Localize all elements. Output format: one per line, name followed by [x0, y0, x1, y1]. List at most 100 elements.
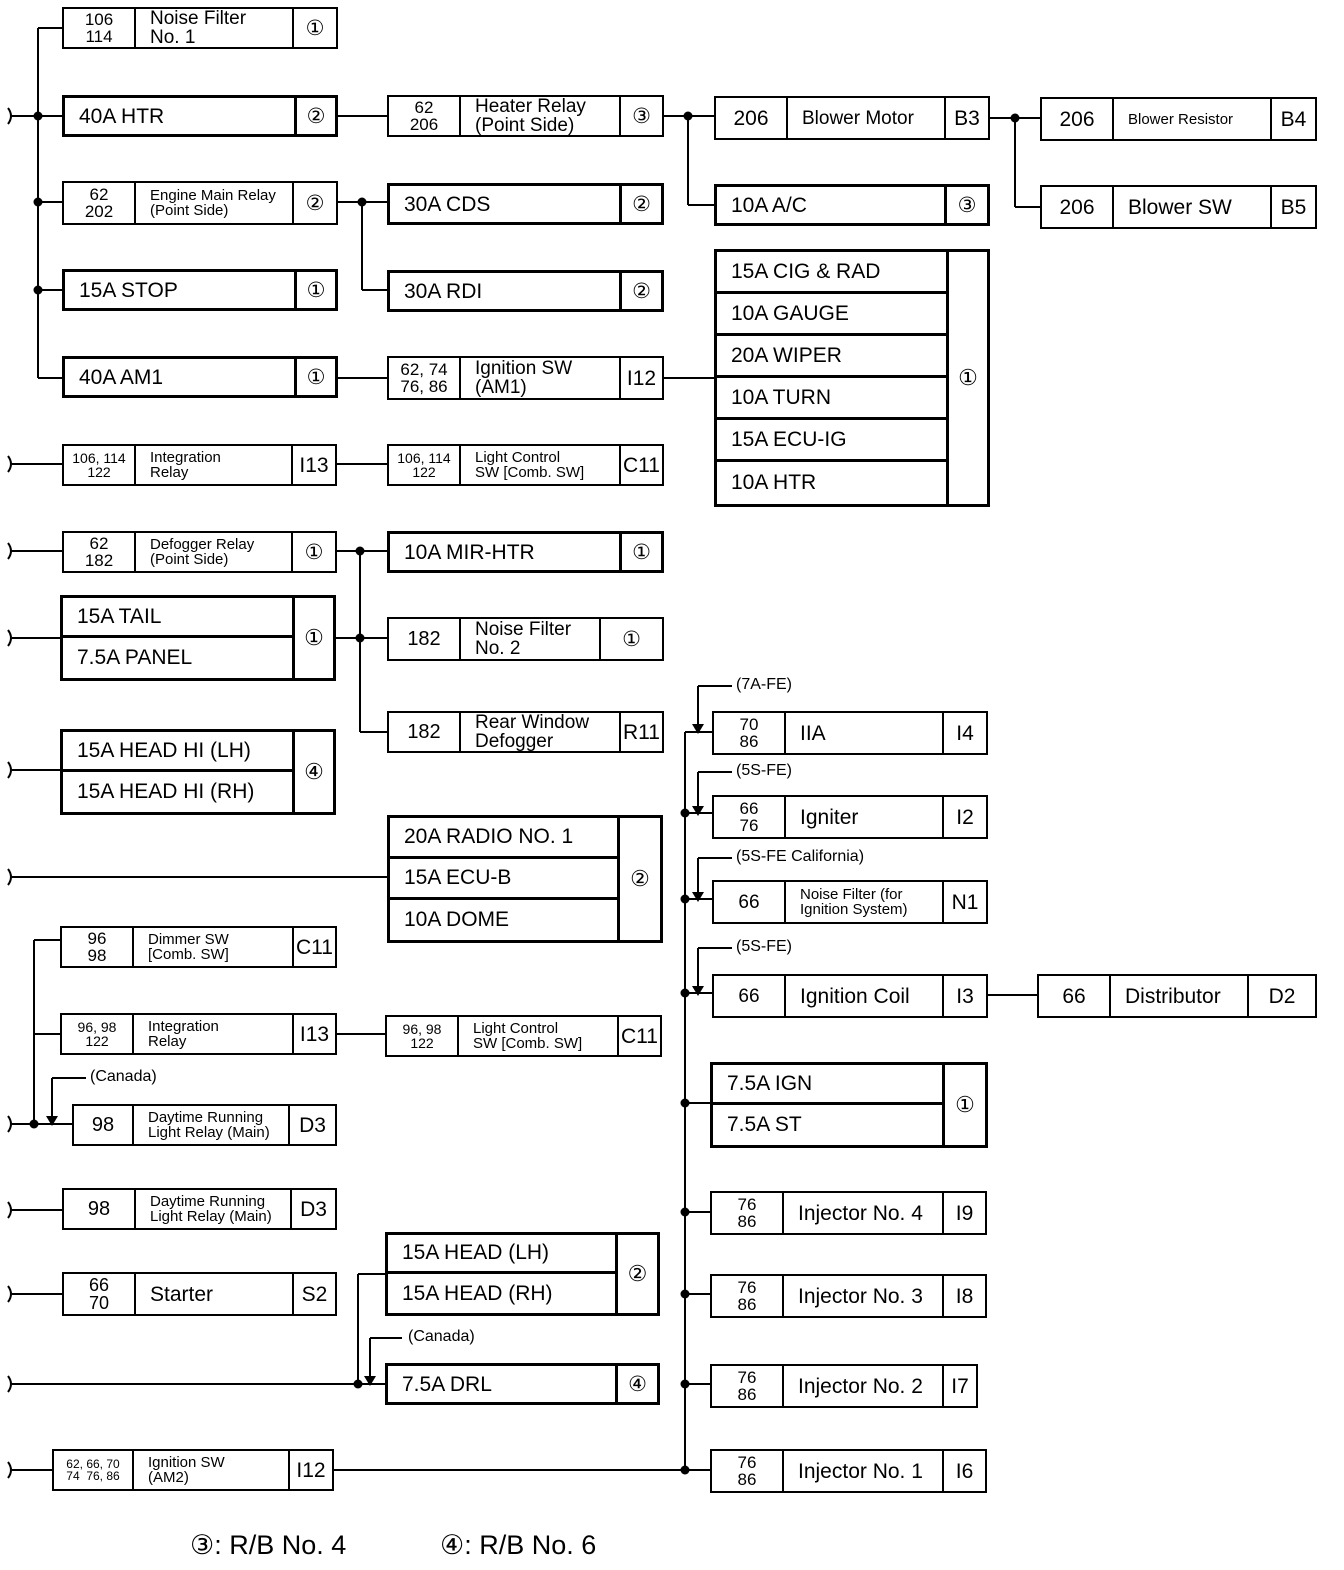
connector-ref: D2	[1268, 984, 1296, 1008]
fuse-row: 10A HTR	[731, 471, 817, 494]
wire-codes: 66	[714, 976, 786, 1016]
injector-no2-block: 76 86 Injector No. 2 I7	[710, 1364, 978, 1408]
wire-codes: 70 86	[714, 713, 786, 753]
fuse-row: 10A DOME	[404, 908, 510, 931]
wire-codes: 62 206	[389, 97, 461, 135]
wire-codes: 76 86	[712, 1451, 784, 1491]
drl-relay-main-block: 98 Daytime Running Light Relay (Main) D3	[72, 1104, 337, 1146]
component-name: Heater Relay (Point Side)	[461, 97, 621, 135]
integration-relay-block: 106, 114 122 Integration Relay I13	[62, 444, 337, 486]
fuse-15a-stop-block: 15A STOP ①	[62, 269, 338, 311]
fuse-row: 10A GAUGE	[717, 294, 946, 336]
component-name: Rear Window Defogger	[461, 713, 621, 751]
wire-codes: 62, 66, 70 74 76, 86	[54, 1451, 134, 1489]
connector-ref: ①	[955, 1092, 975, 1117]
note-5s-fe: (5S-FE)	[736, 938, 792, 955]
connector-ref: ①	[958, 365, 978, 390]
distributor-block: 66 Distributor D2	[1037, 974, 1317, 1018]
wire-codes: 66 70	[64, 1274, 136, 1314]
fuse-row: 7.5A PANEL	[77, 646, 193, 670]
component-name: Noise Filter No. 2	[461, 619, 601, 659]
wire-codes: 182	[389, 713, 461, 751]
fuse-name: 15A STOP	[65, 272, 297, 308]
component-name: Injector No. 1	[784, 1451, 944, 1491]
connector-ref: ①	[305, 16, 325, 40]
fuse-row: 20A RADIO NO. 1	[390, 818, 617, 859]
fuse-30a-cds-block: 30A CDS ②	[387, 183, 664, 225]
wire-codes: 98	[64, 1190, 136, 1228]
connector-ref: C11	[296, 935, 333, 959]
component-name: Light Control SW [Comb. SW]	[459, 1017, 619, 1055]
dimmer-sw-block: 96 98 Dimmer SW [Comb. SW] C11	[60, 926, 337, 968]
note-canada: (Canada)	[90, 1068, 157, 1085]
fuse-row: 15A CIG & RAD	[717, 252, 946, 294]
component-name: Injector No. 4	[784, 1193, 944, 1233]
fuse-name: 7.5A DRL	[388, 1366, 618, 1402]
component-name: Injector No. 2	[784, 1366, 944, 1406]
fuse-7-5a-drl-block: 7.5A DRL ④	[385, 1363, 660, 1405]
wire-codes: 106, 114 122	[389, 446, 461, 484]
connector-ref: C11	[623, 453, 660, 477]
component-name: Ignition SW (AM1)	[461, 358, 621, 398]
heater-relay-block: 62 206 Heater Relay (Point Side) ③	[387, 95, 664, 137]
wire-codes: 106 114	[64, 9, 136, 47]
connector-ref: ②	[630, 866, 650, 891]
wire-codes: 76 86	[712, 1366, 784, 1406]
connector-ref: B3	[954, 106, 980, 130]
fuse-row: 15A HEAD (LH)	[388, 1235, 615, 1275]
fuse-name: 10A MIR-HTR	[390, 534, 622, 570]
component-name: Noise Filter No. 1	[136, 9, 294, 47]
connector-ref: I7	[951, 1374, 969, 1398]
connector-ref: I6	[955, 1459, 974, 1483]
connector-ref: D3	[300, 1197, 327, 1221]
fuse-row: 15A HEAD HI (LH)	[63, 732, 292, 773]
am1-fuse-stack: 15A CIG & RAD 10A GAUGE 20A WIPER 10A TU…	[714, 249, 990, 507]
injector-no4-block: 76 86 Injector No. 4 I9	[710, 1191, 987, 1235]
component-name: Integration Relay	[136, 446, 293, 484]
connector-ref: ②	[305, 191, 325, 215]
wire-codes: 76 86	[712, 1276, 784, 1316]
connector-ref: ③	[957, 193, 977, 217]
fuse-row: 15A TAIL	[63, 598, 292, 639]
connector-ref: ②	[306, 104, 326, 128]
component-name: Defogger Relay (Point Side)	[136, 533, 293, 571]
fuse-row: 20A WIPER	[717, 336, 946, 378]
fuse-row: 10A TURN	[717, 378, 946, 420]
blower-sw-block: 206 Blower SW B5	[1040, 185, 1317, 229]
component-name: Engine Main Relay (Point Side)	[136, 183, 294, 223]
component-name: Blower SW	[1114, 187, 1272, 227]
tail-panel-fuse-stack: 15A TAIL 7.5A PANEL ①	[60, 595, 336, 681]
wire-codes: 62 182	[64, 533, 136, 571]
fuse-40a-am1-block: 40A AM1 ①	[62, 356, 338, 398]
connector-ref: I9	[955, 1201, 974, 1225]
connector-ref: ④	[628, 1372, 647, 1396]
defogger-relay-block: 62 182 Defogger Relay (Point Side) ①	[62, 531, 337, 573]
wire-codes: 96, 98 122	[387, 1017, 459, 1055]
fuse-name: 30A RDI	[390, 273, 622, 309]
fuse-row: 15A HEAD (RH)	[402, 1281, 553, 1305]
noise-filter-ignition-block: 66 Noise Filter (for Ignition System) N1	[712, 880, 988, 924]
wire-codes: 106, 114 122	[64, 446, 136, 484]
note-5s-fe-california: (5S-FE California)	[736, 848, 865, 865]
connector-ref: ①	[306, 365, 326, 389]
component-name: Noise Filter (for Ignition System)	[786, 882, 944, 922]
ignition-coil-block: 66 Ignition Coil I3	[712, 974, 988, 1018]
connector-ref: B4	[1280, 107, 1307, 131]
note-5s-fe: (5S-FE)	[736, 762, 792, 779]
iia-block: 70 86 IIA I4	[712, 711, 988, 755]
connector-ref: I12	[626, 366, 657, 390]
note-canada: (Canada)	[408, 1328, 475, 1345]
igniter-block: 66 76 Igniter I2	[712, 795, 988, 839]
connector-ref: I2	[956, 805, 974, 829]
fuse-row: 7.5A ST	[727, 1113, 802, 1137]
wire-codes: 206	[1042, 187, 1114, 227]
head-lo-fuse-stack: 15A HEAD (LH) 15A HEAD (RH) ②	[385, 1232, 660, 1316]
wire-codes: 62, 74 76, 86	[389, 358, 461, 398]
component-name: IIA	[786, 713, 944, 753]
wire-codes: 62 202	[64, 183, 136, 223]
fuse-row: 15A HEAD HI (RH)	[77, 780, 255, 804]
fuse-name: 40A HTR	[65, 98, 297, 134]
wire-codes: 98	[74, 1106, 134, 1144]
legend-rb6: ④: R/B No. 6	[440, 1530, 597, 1560]
